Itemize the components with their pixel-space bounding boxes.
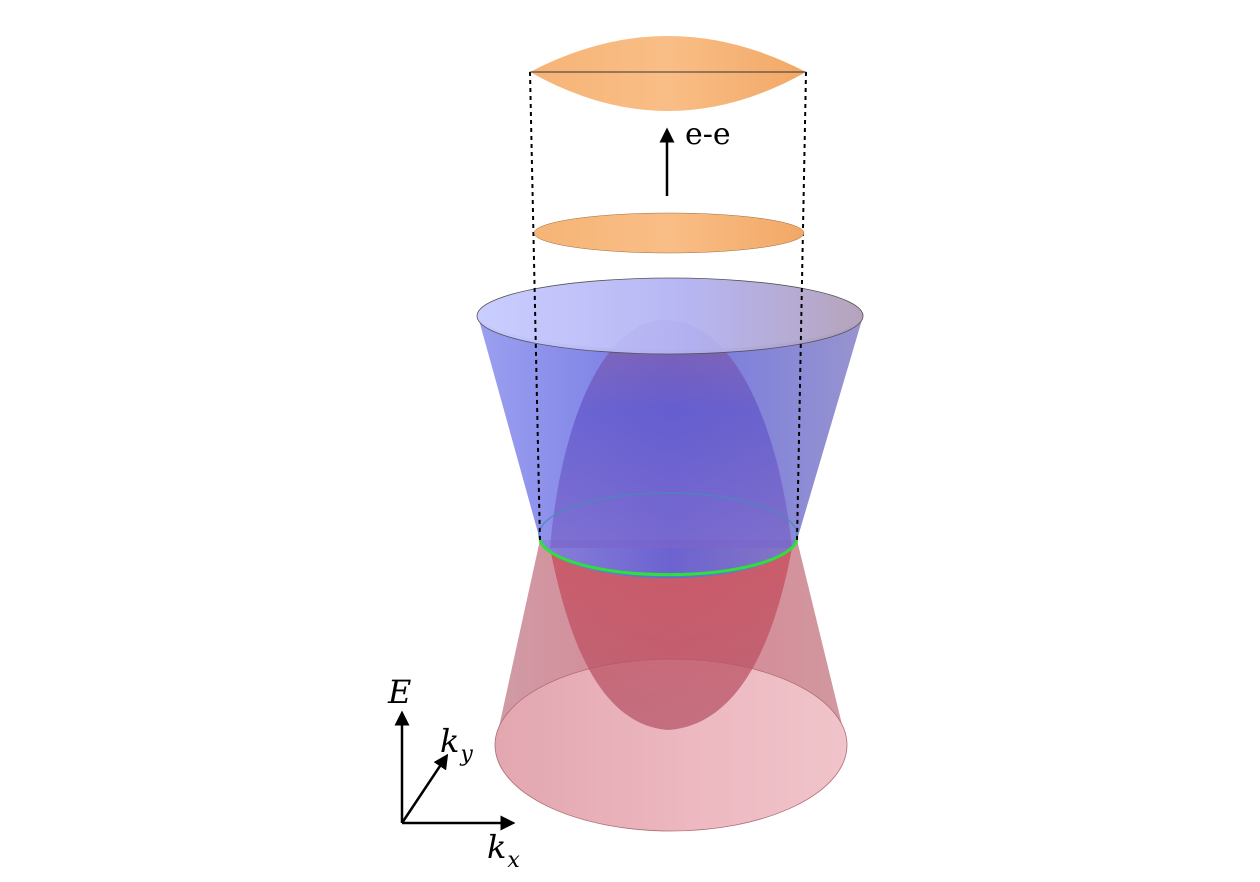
axis-label-ky-sub: y [459,742,473,767]
lens-pocket [530,36,806,111]
fermi-ring [538,539,799,577]
upper-cone [476,277,864,579]
axis-label-kx: kx [487,828,520,873]
fermi-ring-back [538,492,798,578]
axis-label-energy: E [387,673,411,711]
projection-lines [529,71,807,543]
axis-label-kx-sub: x [507,848,520,873]
parabola-lower-region [550,548,792,730]
axis-ky [400,753,449,824]
interaction-label: e-e [685,117,731,152]
axes: E ky kx [387,673,520,873]
axis-label-ky: ky [440,722,473,767]
parabola-upper-region [550,320,792,548]
flat-pocket [533,212,805,254]
